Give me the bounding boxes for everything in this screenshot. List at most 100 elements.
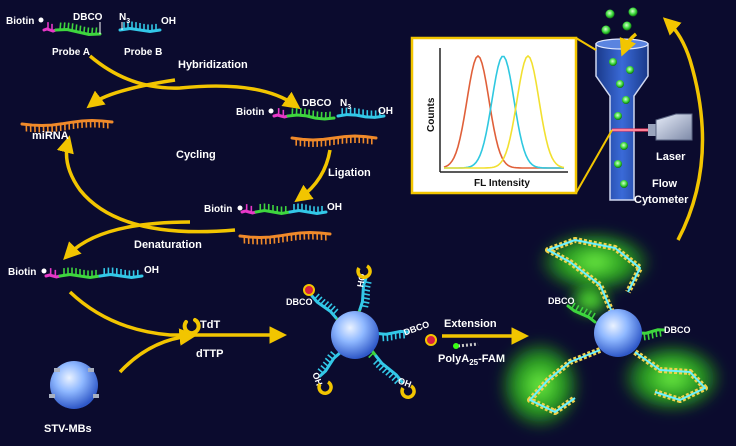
strand-base [587, 310, 593, 317]
strand-base [651, 331, 654, 339]
process-arrows [56, 17, 705, 374]
flow-label: Flow [652, 178, 677, 190]
strand-base [322, 361, 330, 368]
extension-reagent: Extension PolyA25-FAM [438, 318, 505, 367]
strand-base [95, 27, 98, 35]
magnetic-bead [50, 361, 98, 409]
strand-base [385, 369, 392, 376]
loading-arrow [619, 32, 638, 57]
ligation-label: Ligation [328, 167, 371, 179]
oh-label: OH [378, 106, 393, 117]
strand-base [362, 296, 370, 300]
biotin-dot [237, 205, 243, 211]
tube-rim [595, 38, 649, 50]
green-bead [622, 96, 630, 104]
tdt-arrow [68, 290, 287, 344]
magnetic-bead [594, 309, 642, 357]
streptavidin-tag [88, 368, 94, 372]
n3-label: N3 [340, 98, 351, 111]
streptavidin-tag [93, 394, 99, 398]
dbco-label: DBCO [286, 297, 313, 307]
n3-label: N3 [119, 12, 130, 25]
extended-arm-top-core [547, 239, 641, 313]
biotin-dot [268, 108, 274, 114]
hybridization-label: Hybridization [178, 59, 248, 71]
dbco-reagent-icon [425, 334, 437, 346]
strand-base [655, 330, 658, 338]
oh-label: OH [161, 16, 176, 27]
bead-with-probes: DBCO HO DBCO OH OH [286, 264, 437, 399]
mirna-strand [238, 230, 332, 245]
strand-base [320, 365, 327, 371]
flow-cytometer: Laser Flow Cytometer [595, 7, 693, 206]
strand-base [373, 358, 380, 365]
strand-base [362, 300, 370, 304]
ligated-complex: Biotin OH [204, 202, 342, 215]
oh-label: OH [144, 265, 159, 276]
denaturation-label: Denaturation [134, 239, 202, 251]
strand-base [362, 292, 370, 296]
green-bead [628, 7, 638, 17]
tube-beads [609, 58, 634, 188]
probe-b-label: Probe B [124, 47, 162, 58]
bead-probe-arm-b [310, 293, 339, 319]
green-bead [609, 58, 617, 66]
strand-base [329, 305, 336, 312]
strand-base [582, 308, 588, 316]
strand-base [362, 288, 371, 292]
tdt-enzyme-icon [356, 264, 372, 279]
strand-base [394, 378, 401, 385]
bead-probe-arm-b [377, 329, 410, 342]
green-bead [605, 9, 615, 19]
biotin-label: Biotin [8, 267, 36, 278]
bead-probe-arm-b [358, 276, 372, 311]
biotin-label: Biotin [236, 107, 264, 118]
strand-base [378, 364, 385, 371]
strand-base [75, 24, 78, 32]
probe-a: Biotin DBCO Probe A [6, 12, 103, 58]
strand-base [330, 351, 337, 357]
dbco-label: DBCO [402, 319, 430, 337]
glow-blob [568, 282, 612, 318]
bead-probe-arm-b [373, 354, 404, 385]
mirna-label: miRNA [32, 130, 69, 142]
strand-base [313, 293, 320, 300]
released-probe: Biotin OH [8, 265, 159, 278]
strand-base [578, 306, 584, 314]
strand-base [570, 302, 576, 310]
polya-fam-icon [457, 342, 479, 348]
ligation-arrow [294, 149, 332, 203]
cycling-label: Cycling [176, 149, 216, 161]
strand-backbone [272, 113, 290, 119]
probe-a-strand [286, 107, 336, 121]
beads-merge-arrow [118, 328, 197, 374]
histogram-curves [443, 54, 565, 169]
oh-label: OH [327, 202, 342, 213]
extended-arm-right-core [634, 351, 706, 401]
glow-blob [498, 339, 582, 431]
dbco-reagent-icon [303, 284, 315, 296]
dbco-label: DBCO [302, 98, 332, 109]
strand-base [319, 298, 326, 306]
probe-a-biotin-segment [44, 268, 62, 279]
strand-base [391, 374, 398, 382]
dbco-label: DBCO [73, 12, 103, 23]
polya-fam-label: PolyA25-FAM [438, 353, 505, 367]
probe-a-strand [254, 203, 292, 216]
fluorescent-bead-assembly: DBCO DBCO [498, 230, 724, 431]
strand-base [647, 332, 650, 340]
strand-base [79, 25, 82, 33]
green-bead [620, 142, 628, 150]
strand-backbone [42, 27, 58, 33]
strand-base [659, 329, 662, 337]
mirna-strand [20, 118, 114, 133]
probe-a-strand [58, 267, 102, 280]
laser-device-icon [655, 113, 693, 141]
tdt-enzyme-icon [317, 380, 333, 395]
dttp-label: dTTP [196, 348, 224, 360]
strand-backbone [374, 354, 404, 384]
strand-backbone [54, 27, 102, 37]
laser-nozzle [648, 124, 656, 136]
strand-backbone [288, 208, 328, 216]
